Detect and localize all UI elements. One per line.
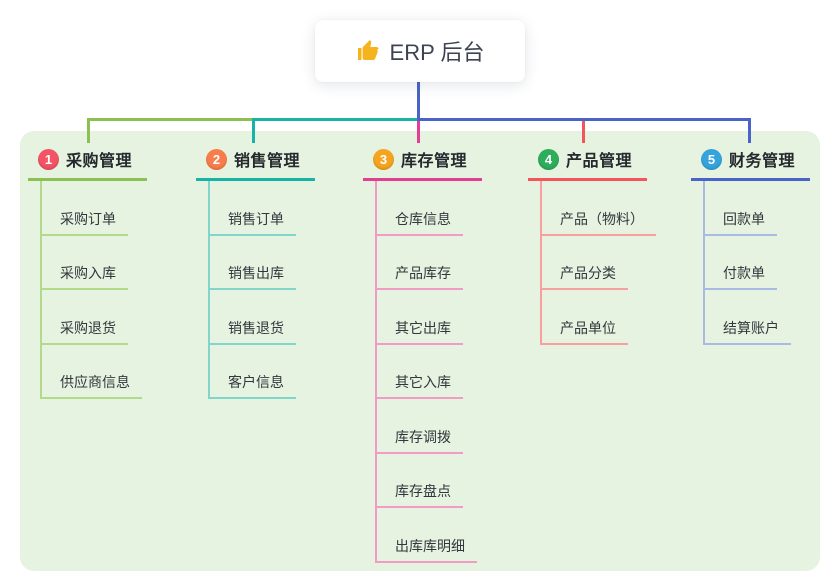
mindmap-leaf-node[interactable]: 产品单位 xyxy=(542,318,628,345)
child-cell: 其它入库 xyxy=(377,345,482,399)
child-cell: 供应商信息 xyxy=(42,345,147,399)
mindmap-leaf-node[interactable]: 产品（物料） xyxy=(542,209,656,236)
number-badge: 5 xyxy=(701,148,722,170)
branch-children-inventory: 仓库信息产品库存其它出库其它入库库存调拨库存盘点出库库明细 xyxy=(375,181,482,563)
branch-label: 销售管理 xyxy=(234,153,301,170)
number-badge: 1 xyxy=(38,148,59,170)
branch-sales: 2 销售管理销售订单销售出库销售退货客户信息 xyxy=(196,147,316,399)
branch-header-purchase[interactable]: 1 采购管理 xyxy=(28,147,148,181)
child-cell: 结算账户 xyxy=(705,290,810,345)
mindmap-leaf-node[interactable]: 客户信息 xyxy=(210,372,296,399)
thumbs-up-icon xyxy=(356,39,380,63)
mindmap-leaf-node[interactable]: 销售订单 xyxy=(210,209,296,236)
mindmap-leaf-node[interactable]: 产品库存 xyxy=(377,263,463,290)
branch-label: 产品管理 xyxy=(566,153,633,170)
child-cell: 仓库信息 xyxy=(377,181,482,236)
root-node[interactable]: ERP 后台 xyxy=(315,20,525,82)
connector-drop-purchase xyxy=(87,118,90,143)
child-cell: 销售退货 xyxy=(210,290,315,345)
number-badge: 4 xyxy=(538,148,559,170)
mindmap-leaf-node[interactable]: 其它出库 xyxy=(377,318,463,345)
branch-label: 库存管理 xyxy=(401,153,468,170)
mindmap-leaf-node[interactable]: 采购退货 xyxy=(42,318,128,345)
child-cell: 回款单 xyxy=(705,181,810,236)
connector-drop-finance xyxy=(748,118,751,143)
mindmap-leaf-node[interactable]: 其它入库 xyxy=(377,372,463,399)
number-badge: 2 xyxy=(206,148,227,170)
child-cell: 产品分类 xyxy=(542,236,656,290)
branch-header-inventory[interactable]: 3 库存管理 xyxy=(363,147,483,181)
branch-children-purchase: 采购订单采购入库采购退货供应商信息 xyxy=(40,181,147,399)
connector-trunk-right xyxy=(417,118,751,121)
branch-children-finance: 回款单付款单结算账户 xyxy=(703,181,810,345)
child-cell: 销售出库 xyxy=(210,236,315,290)
branch-label: 财务管理 xyxy=(729,153,796,170)
branch-finance: 5 财务管理回款单付款单结算账户 xyxy=(691,147,811,345)
child-cell: 库存盘点 xyxy=(377,454,482,508)
child-cell: 付款单 xyxy=(705,236,810,290)
branch-header-sales[interactable]: 2 销售管理 xyxy=(196,147,316,181)
connector-trunk-left xyxy=(87,118,255,121)
child-cell: 客户信息 xyxy=(210,345,315,399)
mindmap-leaf-node[interactable]: 付款单 xyxy=(705,263,777,290)
connector-trunk-mid xyxy=(252,118,420,121)
mindmap-leaf-node[interactable]: 库存盘点 xyxy=(377,481,463,508)
mindmap-leaf-node[interactable]: 采购入库 xyxy=(42,263,128,290)
branch-children-product: 产品（物料） 产品分类产品单位 xyxy=(540,181,656,345)
connector-drop-sales xyxy=(252,118,255,143)
mindmap-background-panel xyxy=(20,131,820,571)
connector-drop-inventory xyxy=(417,118,420,143)
branch-header-finance[interactable]: 5 财务管理 xyxy=(691,147,811,181)
branch-product: 4 产品管理产品（物料） 产品分类产品单位 xyxy=(528,147,656,345)
branch-purchase: 1 采购管理采购订单采购入库采购退货供应商信息 xyxy=(28,147,148,399)
mindmap-leaf-node[interactable]: 库存调拨 xyxy=(377,427,463,454)
root-title: ERP 后台 xyxy=(389,40,485,65)
mindmap-leaf-node[interactable]: 回款单 xyxy=(705,209,777,236)
branch-header-product[interactable]: 4 产品管理 xyxy=(528,147,648,181)
connector-root-stem xyxy=(417,82,420,121)
mindmap-leaf-node[interactable]: 销售退货 xyxy=(210,318,296,345)
child-cell: 产品库存 xyxy=(377,236,482,290)
number-badge: 3 xyxy=(373,148,394,170)
branch-children-sales: 销售订单销售出库销售退货客户信息 xyxy=(208,181,315,399)
child-cell: 采购订单 xyxy=(42,181,147,236)
mindmap-leaf-node[interactable]: 结算账户 xyxy=(705,318,791,345)
child-cell: 采购入库 xyxy=(42,236,147,290)
child-cell: 出库库明细 xyxy=(377,508,482,563)
child-cell: 库存调拨 xyxy=(377,399,482,454)
mindmap-leaf-node[interactable]: 供应商信息 xyxy=(42,372,142,399)
child-cell: 销售订单 xyxy=(210,181,315,236)
mindmap-leaf-node[interactable]: 仓库信息 xyxy=(377,209,463,236)
connector-drop-product xyxy=(582,118,585,143)
mindmap-leaf-node[interactable]: 采购订单 xyxy=(42,209,128,236)
child-cell: 采购退货 xyxy=(42,290,147,345)
mindmap-leaf-node[interactable]: 出库库明细 xyxy=(377,536,477,563)
child-cell: 其它出库 xyxy=(377,290,482,345)
child-cell: 产品（物料） xyxy=(542,181,656,236)
child-cell: 产品单位 xyxy=(542,290,656,345)
branch-label: 采购管理 xyxy=(66,153,133,170)
mindmap-leaf-node[interactable]: 销售出库 xyxy=(210,263,296,290)
mindmap-leaf-node[interactable]: 产品分类 xyxy=(542,263,628,290)
branch-inventory: 3 库存管理仓库信息产品库存其它出库其它入库库存调拨库存盘点出库库明细 xyxy=(363,147,483,563)
